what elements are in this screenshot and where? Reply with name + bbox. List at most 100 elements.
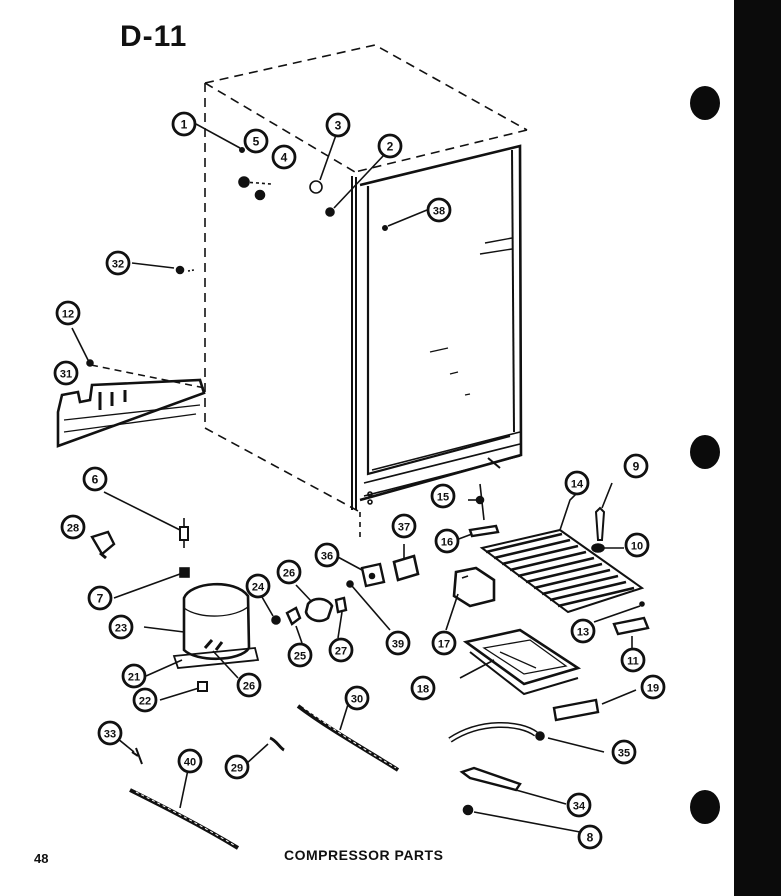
callout-circle [577, 824, 603, 850]
callout-circle [236, 672, 262, 698]
callout-26: 26 [276, 559, 302, 585]
callout-circle [430, 483, 456, 509]
page-number: 48 [34, 851, 49, 866]
callout-circle [276, 559, 302, 585]
drain-pan [445, 566, 637, 722]
callout-label: 31 [60, 369, 72, 381]
callout-label: 11 [627, 656, 639, 668]
callout-label: 36 [321, 551, 333, 563]
callout-circle [325, 112, 351, 138]
callout-circle [434, 528, 460, 554]
callout-circle [385, 630, 411, 656]
callout-2: 2 [377, 133, 403, 159]
callout-circle [426, 197, 452, 223]
binder-hole [690, 86, 720, 120]
callout-1: 1 [171, 111, 197, 137]
callout-circle [243, 128, 269, 154]
callout-27: 27 [328, 637, 354, 663]
callout-8: 8 [577, 824, 603, 850]
callout-38: 38 [426, 197, 452, 223]
binder-hole [690, 790, 720, 824]
callout-circle [620, 647, 646, 673]
mounting-brackets [335, 544, 420, 631]
callout-label: 27 [335, 646, 347, 658]
callout-39: 39 [385, 630, 411, 656]
callout-circle [564, 470, 590, 496]
callout-label: 32 [112, 259, 124, 271]
callout-37: 37 [391, 513, 417, 539]
callout-11: 11 [620, 647, 646, 673]
callout-label: 37 [398, 522, 410, 534]
callout-circle [132, 687, 158, 713]
scan-binding-edge [734, 0, 781, 896]
callout-16: 16 [434, 528, 460, 554]
callout-label: 1 [181, 118, 188, 132]
callout-4: 4 [271, 144, 297, 170]
callout-circle [271, 144, 297, 170]
callout-22: 22 [132, 687, 158, 713]
callout-circle [344, 685, 370, 711]
callout-10: 10 [624, 532, 650, 558]
callout-label: 5 [253, 135, 260, 149]
callout-label: 30 [351, 694, 363, 706]
callout-35: 35 [611, 739, 637, 765]
callout-label: 14 [571, 479, 584, 491]
callout-label: 17 [438, 639, 450, 651]
callout-label: 19 [647, 683, 659, 695]
callout-label: 28 [67, 523, 79, 535]
callout-label: 29 [231, 763, 243, 775]
callout-label: 26 [283, 568, 295, 580]
callout-label: 40 [184, 757, 196, 769]
callout-23: 23 [108, 614, 134, 640]
callout-circle [431, 630, 457, 656]
callout-14: 14 [564, 470, 590, 496]
callout-30: 30 [344, 685, 370, 711]
callout-circle [287, 642, 313, 668]
callout-21: 21 [121, 663, 147, 689]
callout-circle [97, 720, 123, 746]
callout-32: 32 [105, 250, 131, 276]
callout-label: 2 [387, 140, 394, 154]
callout-circle [391, 513, 417, 539]
callout-circle [640, 674, 666, 700]
callout-circle [611, 739, 637, 765]
callout-circle [82, 466, 108, 492]
callout-circle [566, 792, 592, 818]
callout-circle [60, 514, 86, 540]
callout-26: 26 [236, 672, 262, 698]
callout-label: 24 [252, 582, 265, 594]
callout-circle [377, 133, 403, 159]
callout-label: 9 [633, 460, 640, 474]
callout-circle [171, 111, 197, 137]
callout-24: 24 [245, 573, 271, 599]
callout-33: 33 [97, 720, 123, 746]
callout-circle [105, 250, 131, 276]
callout-13: 13 [570, 618, 596, 644]
binder-hole [690, 435, 720, 469]
callout-label: 12 [62, 309, 74, 321]
callout-circle [328, 637, 354, 663]
callout-circle [121, 663, 147, 689]
callout-label: 38 [433, 206, 445, 218]
callout-label: 13 [577, 627, 589, 639]
callout-28: 28 [60, 514, 86, 540]
callout-label: 7 [97, 592, 104, 606]
callout-19: 19 [640, 674, 666, 700]
callout-label: 34 [573, 801, 586, 813]
callout-9: 9 [623, 453, 649, 479]
callout-circle [623, 453, 649, 479]
callout-34: 34 [566, 792, 592, 818]
compressor-assembly [90, 491, 260, 701]
callout-label: 26 [243, 681, 255, 693]
callout-31: 31 [53, 360, 79, 386]
callout-circle [410, 675, 436, 701]
callout-label: 16 [441, 537, 453, 549]
callout-label: 8 [587, 831, 594, 845]
callout-label: 22 [139, 696, 151, 708]
callout-label: 10 [631, 541, 643, 553]
callout-circle [314, 542, 340, 568]
relay-overload [261, 584, 348, 644]
callout-label: 15 [437, 492, 449, 504]
callout-29: 29 [224, 754, 250, 780]
